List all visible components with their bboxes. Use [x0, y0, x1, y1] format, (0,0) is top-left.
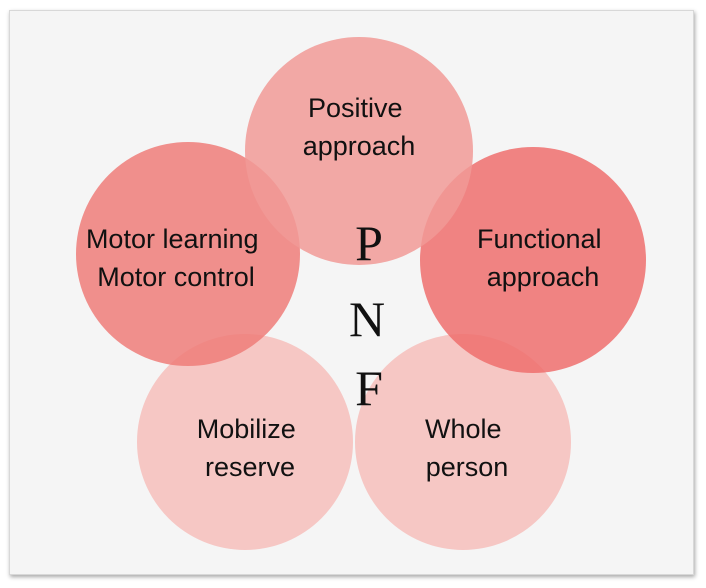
center-letter-p: P: [355, 215, 383, 271]
label-positive-approach: Positive approach: [303, 93, 416, 161]
label-motor-learning-control: Motor learning Motor control: [86, 224, 266, 292]
circle-mobilize-reserve: [137, 334, 353, 550]
circle-positive-approach: [245, 37, 473, 265]
circle-motor-learning-control: [76, 142, 300, 366]
center-letter-n: N: [349, 291, 385, 347]
center-letter-f: F: [355, 360, 383, 416]
label-mobilize-reserve: Mobilize reserve: [197, 414, 304, 482]
circle-whole-person: [355, 334, 571, 550]
circle-functional-approach: [420, 147, 646, 373]
label-functional-approach: Functional approach: [477, 224, 609, 292]
label-whole-person: Whole person: [425, 414, 509, 482]
